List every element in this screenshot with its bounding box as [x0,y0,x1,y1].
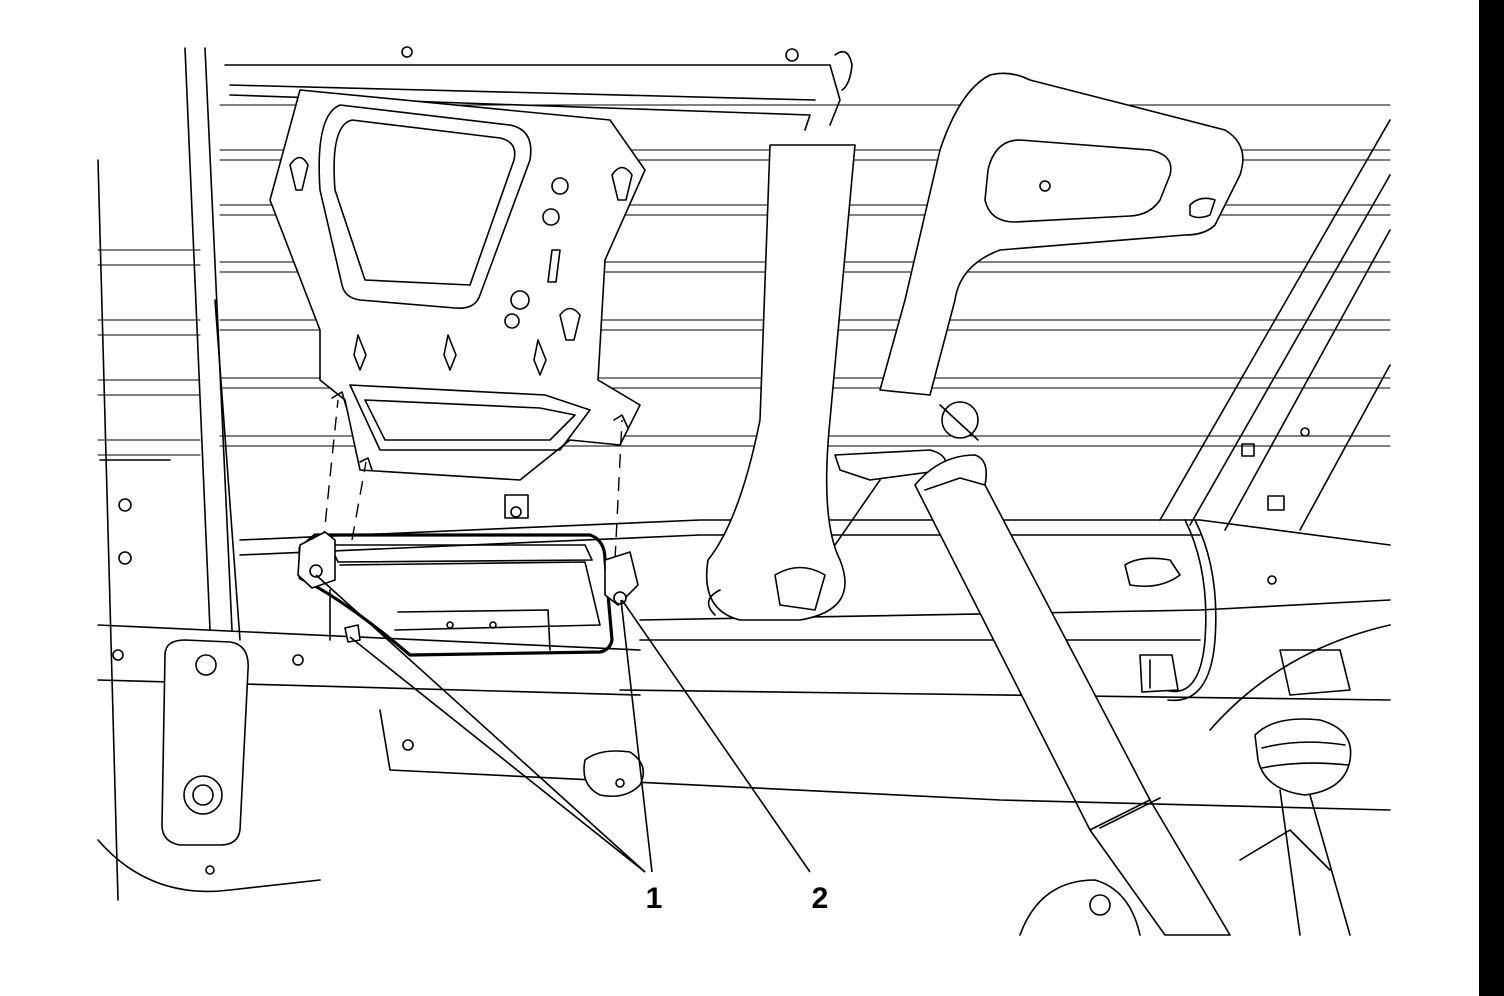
left-frame-rail [98,48,240,900]
mounting-bracket [270,90,645,518]
callout-2-label: 2 [812,882,829,915]
callout-1-leader-a [316,575,645,872]
right-upper-bracket [880,73,1243,395]
wiring-harness [1140,520,1216,700]
suspension-boot [1020,625,1390,935]
callout-1-leader-c [621,600,652,872]
callout-1-label: 1 [646,882,663,915]
install-paths [323,392,628,560]
right-frame-rails [1160,120,1390,584]
exhaust-pipe [707,145,946,620]
callout-1-leader-b [350,637,645,872]
shock-absorber [915,402,1230,935]
control-module [298,532,638,655]
callout-2-leader [622,600,810,872]
callout-leaders [316,575,810,872]
lower-left-crossmember [98,625,1390,891]
page-edge-border [1479,0,1504,996]
